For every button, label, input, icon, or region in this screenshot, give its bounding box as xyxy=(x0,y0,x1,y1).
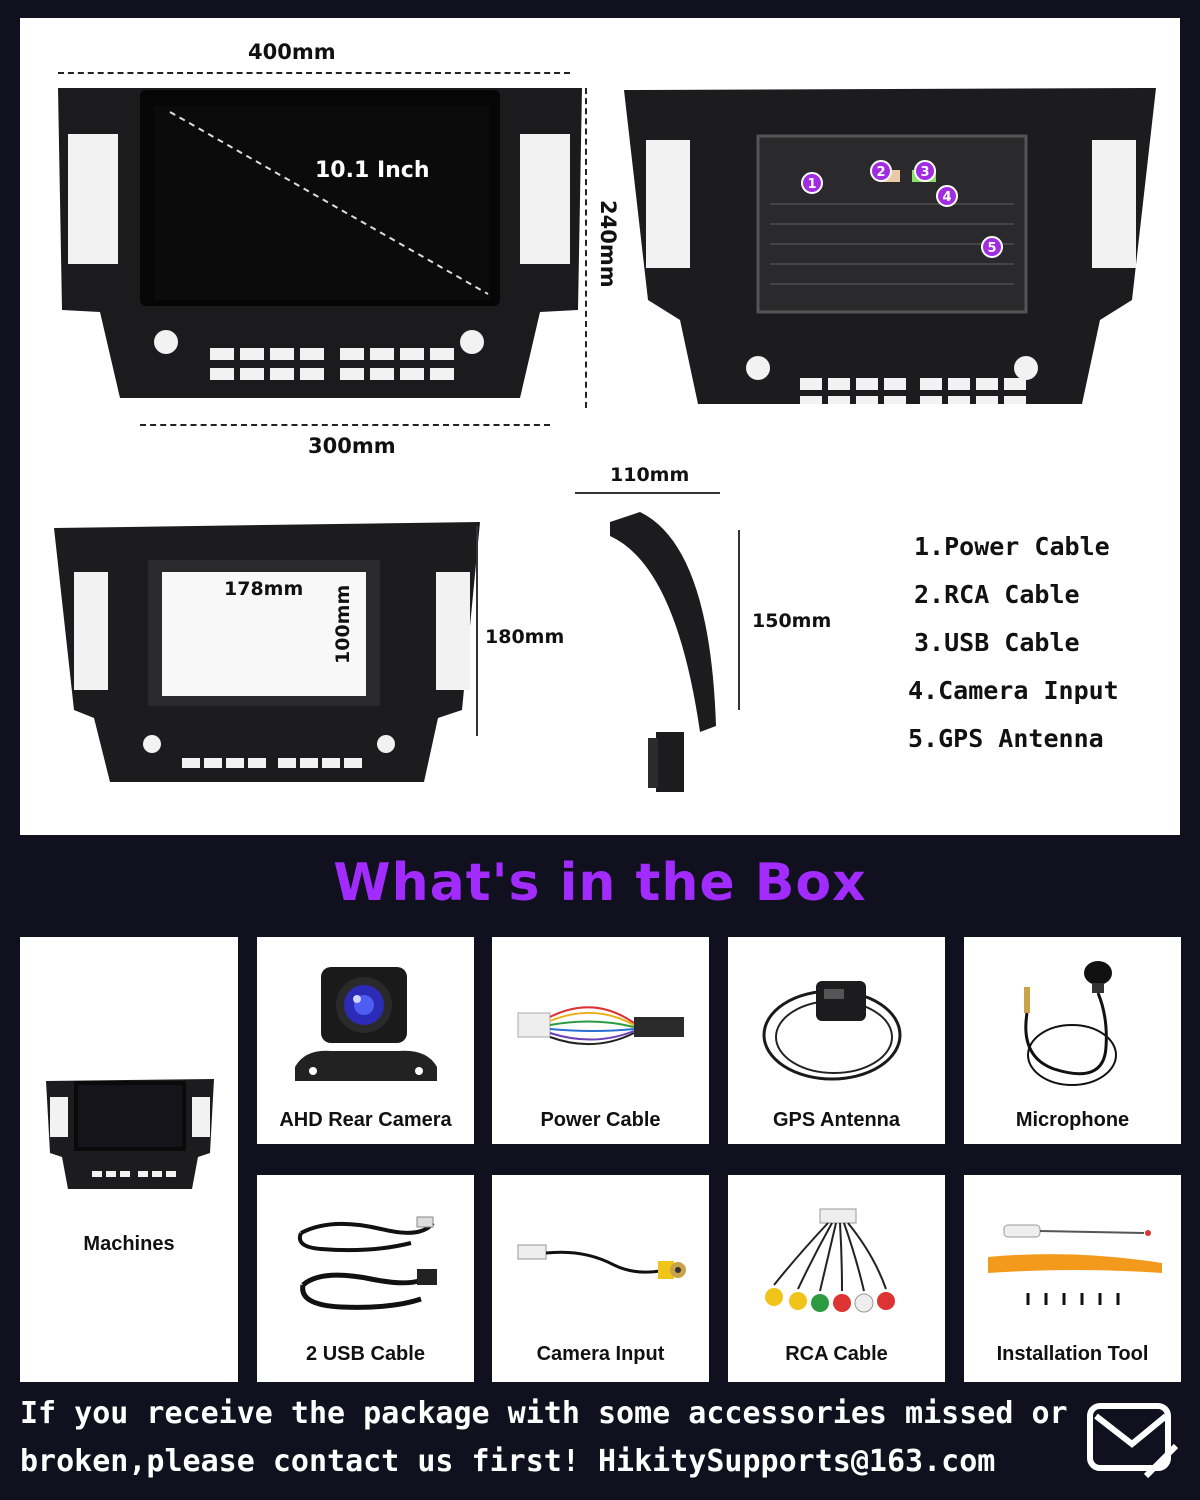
width-bottom-line xyxy=(140,424,550,426)
head-unit-icon xyxy=(46,1079,214,1189)
width-bottom-label: 300mm xyxy=(308,434,396,458)
usb-label: 2 USB Cable xyxy=(306,1343,425,1365)
height-side-label: 240mm xyxy=(596,200,620,288)
depth-top-label: 110mm xyxy=(610,464,690,486)
legend-item: 1.Power Cable xyxy=(914,532,1110,561)
legend-item: 4.Camera Input xyxy=(908,676,1119,705)
usb-cable-icon xyxy=(298,1216,437,1310)
rear-unit-image xyxy=(624,88,1156,404)
tool-label: Installation Tool xyxy=(996,1343,1149,1365)
width-top-line xyxy=(58,72,570,74)
dimension-panel: 10.1 Inch 400mm 240mm 300mm 1 2 3 4 5 xyxy=(20,18,1180,835)
mic-label: Microphone xyxy=(1015,1109,1130,1131)
legend-item: 2.RCA Cable xyxy=(914,580,1080,609)
rca-cable-icon xyxy=(765,1208,895,1313)
callout-3: 3 xyxy=(914,160,936,182)
callout-5: 5 xyxy=(981,236,1003,258)
machines-card: Machines xyxy=(20,937,238,1382)
installation-tool-icon xyxy=(988,1224,1162,1305)
width-top-label: 400mm xyxy=(248,40,336,64)
microphone-icon xyxy=(1024,961,1117,1086)
front-unit-image xyxy=(58,88,582,398)
frame-height-line xyxy=(476,526,478,736)
gps-antenna-icon xyxy=(762,981,902,1081)
callout-2: 2 xyxy=(870,160,892,182)
machines-label: Machines xyxy=(83,1233,175,1255)
support-notice-line1: If you receive the package with some acc… xyxy=(20,1396,1068,1431)
mail-icon xyxy=(1087,1403,1179,1479)
cable-legend: 1.Power Cable 2.RCA Cable 3.USB Cable 4.… xyxy=(908,523,1119,763)
frame-height-label: 180mm xyxy=(485,626,565,648)
rear-camera-icon xyxy=(295,967,437,1081)
box-title: What's in the Box xyxy=(333,853,867,913)
camera-label: AHD Rear Camera xyxy=(279,1109,452,1131)
camera-input-card: Camera Input xyxy=(492,1175,709,1382)
legend-item: 5.GPS Antenna xyxy=(908,724,1104,753)
power-label: Power Cable xyxy=(540,1109,661,1131)
depth-height-label: 150mm xyxy=(752,610,832,632)
depth-height-line xyxy=(738,530,740,710)
side-profile-image xyxy=(610,512,716,792)
camera-card: AHD Rear Camera xyxy=(257,937,474,1144)
usb-card: 2 USB Cable xyxy=(257,1175,474,1382)
rca-card: RCA Cable xyxy=(728,1175,945,1382)
tool-card: Installation Tool xyxy=(964,1175,1181,1382)
power-cable-icon xyxy=(517,1006,684,1046)
depth-top-line xyxy=(575,492,720,494)
inner-frame-image xyxy=(54,522,480,782)
camera-input-icon xyxy=(517,1244,686,1279)
mic-card: Microphone xyxy=(964,937,1181,1144)
screen-size-label: 10.1 Inch xyxy=(315,158,430,183)
camera-input-label: Camera Input xyxy=(536,1343,665,1365)
callout-4: 4 xyxy=(936,185,958,207)
rca-label: RCA Cable xyxy=(785,1343,888,1365)
power-card: Power Cable xyxy=(492,937,709,1144)
gps-card: GPS Antenna xyxy=(728,937,945,1144)
gps-label: GPS Antenna xyxy=(772,1109,901,1131)
inner-width-label: 178mm xyxy=(224,578,304,600)
support-notice-line2: broken,please contact us first! HikitySu… xyxy=(20,1444,996,1479)
legend-item: 3.USB Cable xyxy=(914,628,1080,657)
callout-1: 1 xyxy=(801,172,823,194)
support-notice: If you receive the package with some acc… xyxy=(20,1390,1080,1486)
inner-height-label: 100mm xyxy=(332,584,354,664)
height-side-line xyxy=(585,88,587,408)
